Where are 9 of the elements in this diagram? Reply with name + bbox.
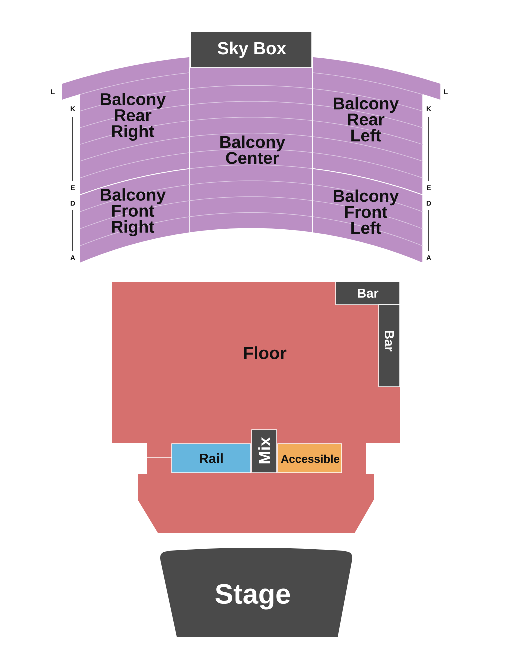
mix-booth: Mix bbox=[252, 430, 278, 474]
balcony-section: Balcony Center bbox=[190, 68, 314, 234]
bar-area: Bar bbox=[336, 282, 400, 306]
rail-section: Rail bbox=[172, 444, 252, 474]
balcony-section: Balcony Front Right bbox=[80, 168, 190, 264]
stage: Stage bbox=[160, 548, 353, 637]
accessible-section: Accessible bbox=[278, 444, 342, 474]
bar-area: Bar bbox=[378, 304, 400, 388]
sky-box: Sky Box bbox=[190, 32, 312, 68]
